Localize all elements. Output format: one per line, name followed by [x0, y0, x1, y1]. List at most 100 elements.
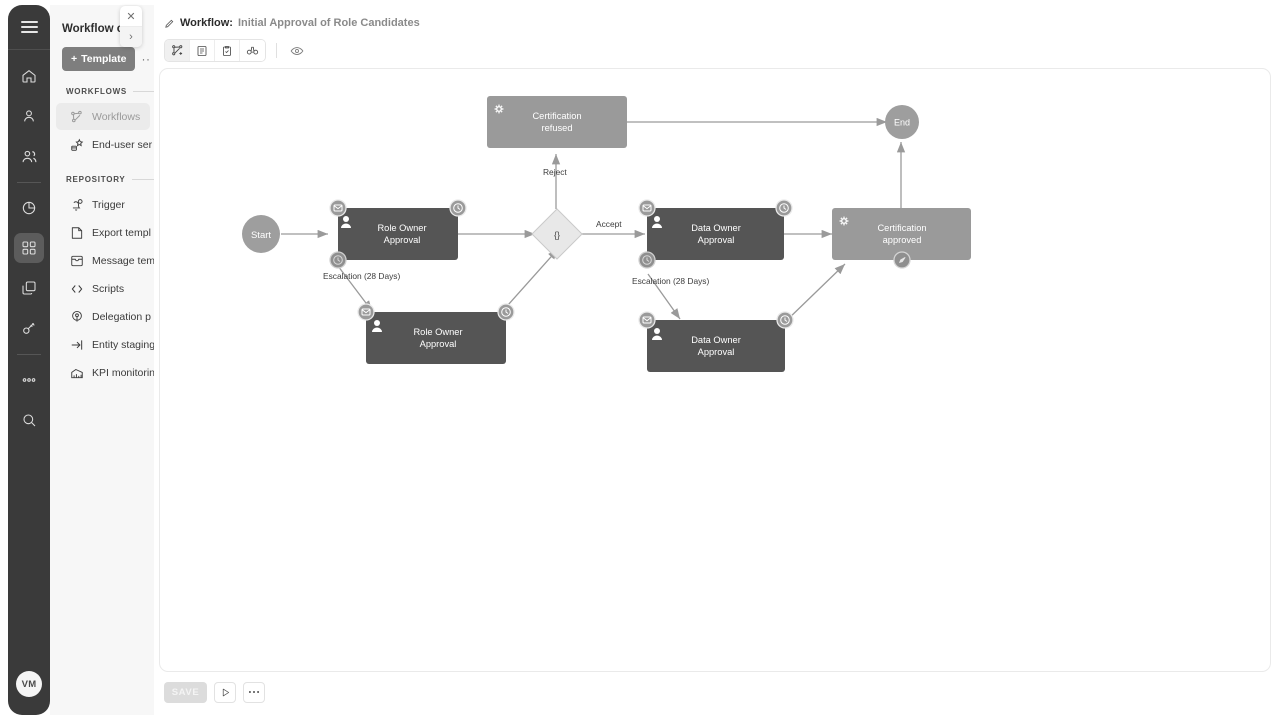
pencil-icon[interactable]: [164, 18, 175, 29]
workflow-icon[interactable]: [14, 233, 44, 263]
nav-section-heading: WORKFLOWS: [66, 87, 127, 96]
pencil-icon[interactable]: [893, 251, 911, 269]
workflow-nodes-icon: [70, 110, 84, 124]
view-toggle-group: [164, 39, 266, 62]
envelope-icon[interactable]: [638, 311, 656, 329]
hamburger-menu-icon[interactable]: [8, 5, 50, 50]
chevron-right-icon[interactable]: ›: [120, 27, 142, 47]
clock-icon[interactable]: [775, 199, 793, 217]
view-toolbar: [154, 31, 1276, 62]
sidebar-item-trigger[interactable]: Trigger: [56, 191, 150, 218]
close-icon[interactable]: ✕: [126, 10, 136, 23]
sidebar-item-label: Trigger: [92, 198, 125, 211]
envelope-icon[interactable]: [357, 303, 375, 321]
add-template-button[interactable]: + Template: [62, 47, 136, 71]
node-label-line1: Role Owner: [377, 223, 426, 233]
sidebar-item-label: End-user ser: [92, 138, 153, 151]
search-icon[interactable]: [14, 405, 44, 435]
sidebar-item-scripts[interactable]: Scripts: [56, 275, 150, 302]
sidebar-item-label: KPI monitorin: [92, 366, 154, 379]
escalation-clock-icon[interactable]: [329, 251, 347, 269]
primary-icon-rail: VM: [8, 5, 50, 715]
play-icon[interactable]: [214, 681, 236, 703]
template-row: + Template ··: [50, 35, 154, 71]
section-divider: [131, 179, 154, 180]
sidebar-item-label: Entity staging: [92, 338, 154, 351]
plus-icon: +: [71, 53, 78, 65]
layers-icon[interactable]: [14, 273, 44, 303]
user-icon[interactable]: [14, 101, 44, 131]
person-icon: [372, 320, 382, 332]
node-label: {}: [554, 230, 560, 240]
clock-icon[interactable]: [776, 311, 794, 329]
toolbar-divider: [276, 43, 277, 58]
binoculars-view-icon[interactable]: [240, 40, 265, 61]
sidebar-item-message-template[interactable]: Message tem: [56, 247, 154, 274]
clipboard-view-icon[interactable]: [215, 40, 240, 61]
key-icon[interactable]: [14, 313, 44, 343]
node-label-line1: Data Owner: [691, 335, 741, 345]
node-label-line2: Approval: [698, 235, 735, 245]
section-divider: [132, 91, 154, 92]
clock-icon[interactable]: [497, 303, 515, 321]
workflow-header: Workflow: Initial Approval of Role Candi…: [154, 5, 1276, 31]
workflow-canvas[interactable]: Escalation (28 Days) Escalation (28 Days…: [159, 68, 1271, 672]
sidebar-item-label: Delegation p: [92, 310, 151, 323]
envelope-icon[interactable]: [329, 199, 347, 217]
person-icon: [341, 216, 351, 228]
node-role-owner-approval-2[interactable]: Role Owner Approval: [357, 303, 515, 364]
node-label-line1: Data Owner: [691, 223, 741, 233]
gear-icon: [839, 216, 849, 226]
node-gateway[interactable]: {}: [531, 208, 583, 260]
more-dots-icon[interactable]: [243, 681, 265, 703]
sidebar-item-kpi-monitoring[interactable]: KPI monitorin: [56, 359, 154, 386]
entity-staging-icon: [70, 338, 84, 352]
rail-divider: [17, 182, 41, 183]
node-label-line2: Approval: [384, 235, 421, 245]
envelope-icon[interactable]: [638, 199, 656, 217]
edge-label-escalation-1: Escalation (28 Days): [323, 271, 400, 281]
node-label-line1: Role Owner: [413, 327, 462, 337]
node-label-line2: Approval: [420, 339, 457, 349]
node-label-line1: Certification: [532, 111, 581, 121]
avatar[interactable]: VM: [16, 671, 42, 697]
template-button-label: Template: [81, 53, 127, 65]
document-view-icon[interactable]: [190, 40, 215, 61]
more-dots-icon[interactable]: [14, 365, 44, 395]
sidebar-item-delegation-policy[interactable]: Delegation p: [56, 303, 151, 330]
node-role-owner-approval-1[interactable]: Role Owner Approval: [329, 199, 467, 269]
person-icon: [652, 216, 662, 228]
node-label: Start: [251, 230, 271, 241]
sidebar-item-export-template[interactable]: Export templ: [56, 219, 151, 246]
node-end[interactable]: End: [885, 105, 919, 139]
rail-item-list: [14, 56, 44, 440]
sidebar-item-end-user-service[interactable]: End-user ser: [56, 131, 153, 158]
edge-label-layer: Escalation (28 Days) Escalation (28 Days…: [323, 167, 709, 286]
edge-data1-escalation-to-data2: [647, 273, 681, 320]
export-template-icon: [70, 226, 84, 240]
clock-icon[interactable]: [449, 199, 467, 217]
eye-icon[interactable]: [287, 41, 307, 61]
kpi-monitoring-icon: [70, 366, 84, 380]
node-start[interactable]: Start: [242, 215, 280, 253]
node-data-owner-approval-2[interactable]: Data Owner Approval: [638, 311, 794, 372]
node-data-owner-approval-1[interactable]: Data Owner Approval: [638, 199, 793, 269]
diagram-view-icon[interactable]: [165, 40, 190, 61]
home-icon[interactable]: [14, 61, 44, 91]
sidebar-item-entity-staging[interactable]: Entity staging: [56, 331, 154, 358]
node-certification-approved[interactable]: Certification approved: [832, 208, 971, 269]
workflow-diagram: Escalation (28 Days) Escalation (28 Days…: [242, 96, 971, 372]
node-label-line2: approved: [883, 235, 922, 245]
escalation-clock-icon[interactable]: [638, 251, 656, 269]
footer-actions: SAVE: [154, 669, 1276, 715]
users-icon[interactable]: [14, 141, 44, 171]
node-certification-refused[interactable]: Certification refused: [487, 96, 627, 148]
end-user-service-icon: [70, 138, 84, 152]
save-button[interactable]: SAVE: [164, 681, 207, 703]
pie-chart-icon[interactable]: [14, 193, 44, 223]
template-overflow-icon[interactable]: ··: [141, 52, 151, 66]
sidebar-item-label: Export templ: [92, 226, 151, 239]
edge-role2-to-gateway: [499, 248, 559, 315]
trigger-bell-icon: [70, 198, 84, 212]
sidebar-item-workflows[interactable]: Workflows: [56, 103, 150, 130]
